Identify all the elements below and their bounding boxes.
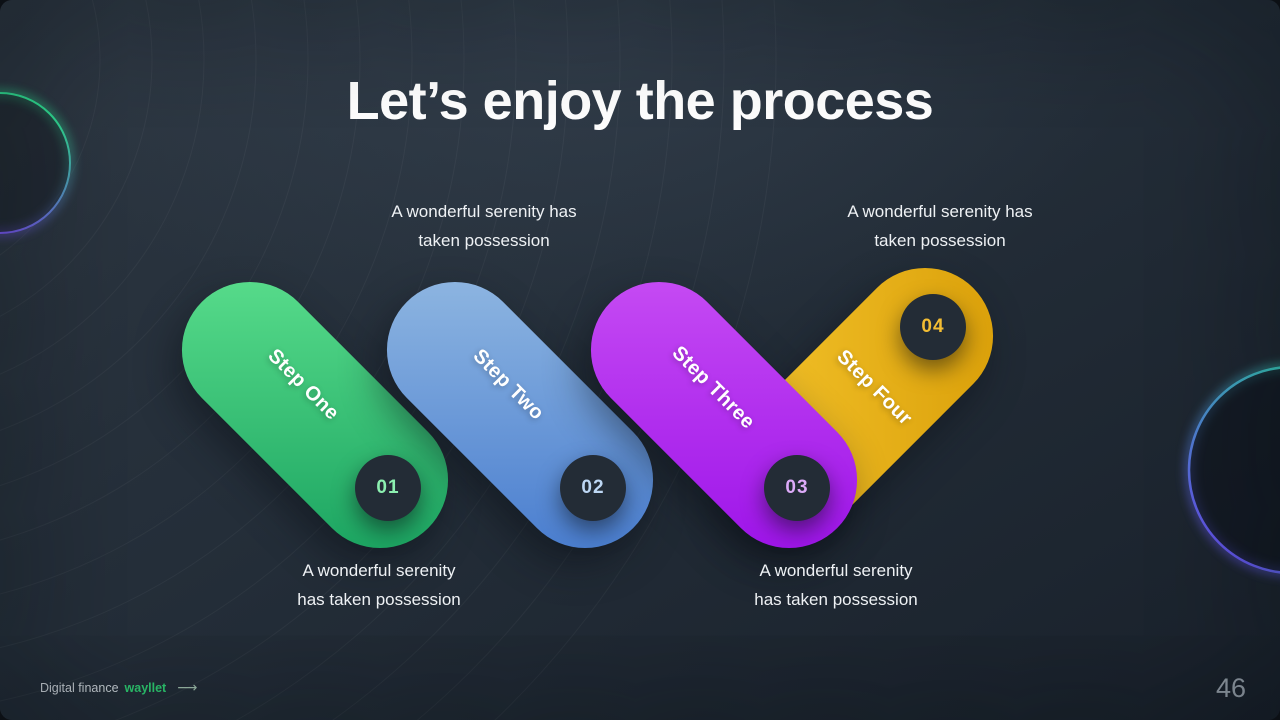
step-one-number-badge: 01 bbox=[355, 455, 421, 521]
step-two-description: A wonderful serenity has taken possessio… bbox=[334, 197, 634, 255]
description-line: A wonderful serenity bbox=[759, 561, 913, 580]
step-one-description: A wonderful serenity has taken possessio… bbox=[229, 556, 529, 614]
description-line: has taken possession bbox=[297, 590, 461, 609]
step-four-number-badge: 04 bbox=[900, 294, 966, 360]
description-line: taken possession bbox=[418, 231, 550, 250]
step-four-description: A wonderful serenity has taken possessio… bbox=[790, 197, 1090, 255]
description-line: A wonderful serenity bbox=[302, 561, 456, 580]
glow-ring-top-left bbox=[0, 90, 73, 236]
arrow-right-icon: ⟶ bbox=[177, 679, 198, 695]
step-number: 03 bbox=[785, 477, 809, 498]
step-number: 02 bbox=[581, 477, 605, 498]
step-number: 04 bbox=[921, 316, 945, 337]
glow-ring-bottom-right bbox=[1185, 364, 1280, 576]
slide-title: Let’s enjoy the process bbox=[346, 71, 934, 131]
description-line: A wonderful serenity has bbox=[847, 202, 1033, 221]
description-line: taken possession bbox=[874, 231, 1006, 250]
description-line: has taken possession bbox=[754, 590, 918, 609]
description-line: A wonderful serenity has bbox=[391, 202, 577, 221]
footer-brand: Digital finance wayllet ⟶ bbox=[40, 679, 197, 696]
step-number: 01 bbox=[376, 477, 400, 498]
step-two-number-badge: 02 bbox=[560, 455, 626, 521]
step-three-number-badge: 03 bbox=[764, 455, 830, 521]
page-number: 46 bbox=[1215, 673, 1246, 703]
footer-prefix: Digital finance bbox=[40, 680, 119, 695]
contour-arcs bbox=[0, 0, 777, 720]
footer-brand-name: wayllet bbox=[124, 680, 167, 695]
step-three-description: A wonderful serenity has taken possessio… bbox=[686, 556, 986, 614]
